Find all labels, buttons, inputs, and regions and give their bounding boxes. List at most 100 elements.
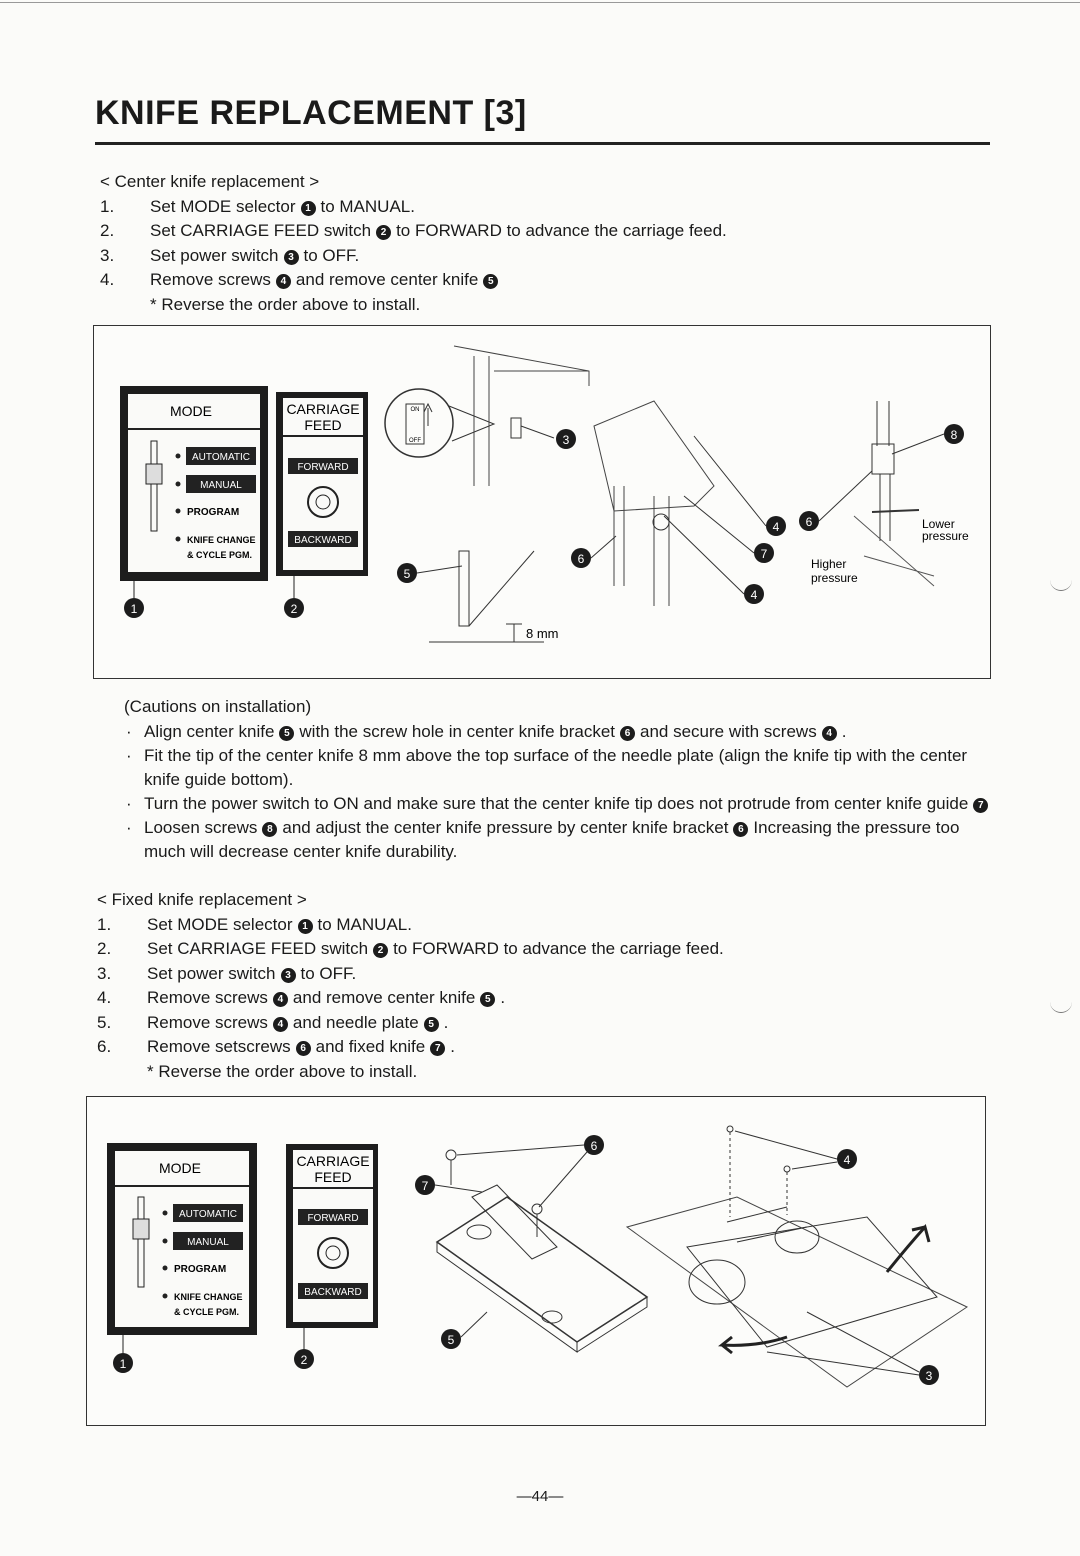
lower-label: Lower [922,517,955,531]
step-text: Set MODE selector [150,196,296,216]
callout-marker: 3 [283,249,299,265]
step-number: 2. [97,939,112,958]
install-note: * Reverse the order above to install. [147,1061,418,1081]
caution-text: Align center knife [144,722,275,741]
mode-manual-label: MANUAL [200,480,242,491]
caution-text: Loosen screws [144,818,258,837]
top-rule [0,2,1080,3]
callout-marker: 2 [373,943,389,958]
figure-fixed-knife-drawing: MODE AUTOMATIC MANUAL PROGRAM KNIFE CHAN… [107,1125,969,1388]
forward-label-b: FORWARD [307,1213,358,1224]
step-text: and fixed knife [315,1037,426,1056]
backward-label: BACKWARD [294,535,351,546]
center-knife-heading: < Center knife replacement > [100,172,320,191]
step-text: Set power switch [150,245,279,265]
mode-knife-change-label-2: KNIFE CHANGE [174,1292,243,1302]
callout-2-b: 2 [301,1353,308,1367]
higher-label: Higher [811,557,846,571]
step-number: 4. [100,270,115,289]
step-text: Set CARRIAGE FEED switch [147,939,369,958]
step-text: Set CARRIAGE FEED switch [150,221,372,240]
mode-program-label: PROGRAM [187,507,239,518]
caution-text: and secure with screws [640,722,817,741]
step-text: Remove setscrews [147,1037,291,1056]
callout-4-upper: 4 [773,520,780,534]
callout-marker: 4 [275,274,291,289]
callout-6-b: 6 [591,1139,598,1153]
carriage-title-1-b: CARRIAGE [296,1153,369,1169]
step-number: 3. [100,245,115,265]
fixed-knife-section: < Fixed knife replacement > 1.Set MODE s… [97,888,977,1084]
step-text: Set MODE selector [147,914,293,934]
callout-marker: 5 [483,274,499,289]
callout-4-b: 4 [844,1153,851,1167]
callout-marker: 2 [376,225,392,240]
cautions-section: (Cautions on installation) Align center … [124,695,994,864]
caution-text: Turn the power switch to ON and make sur… [144,794,969,813]
callout-3-b: 3 [926,1369,933,1383]
cautions-heading: (Cautions on installation) [124,697,312,716]
callout-1: 1 [131,602,138,616]
callout-7: 7 [761,547,768,561]
callout-marker: 5 [480,992,496,1007]
callout-marker: 4 [821,726,837,741]
caution-item: Fit the tip of the center knife 8 mm abo… [124,744,994,792]
callout-8: 8 [951,428,958,442]
callout-marker: 5 [423,1016,439,1032]
callout-5: 5 [404,567,411,581]
install-note: * Reverse the order above to install. [150,294,421,314]
page-title: KNIFE REPLACEMENT [3] [95,94,527,132]
mode-knife-change-label: KNIFE CHANGE [187,535,256,545]
step-number: 4. [97,988,112,1007]
step-text: and remove center knife [295,270,479,289]
callout-marker: 4 [272,1016,288,1032]
callout-marker: 4 [272,992,288,1007]
step-text: Remove screws [147,988,268,1007]
step-text: to FORWARD to advance the carriage feed. [396,221,727,240]
mode-program-label-2: PROGRAM [174,1264,226,1275]
carriage-title-2: FEED [304,417,341,433]
step-text: to OFF. [303,245,360,265]
step-text: . [500,988,506,1007]
step-text: Remove screws [147,1012,268,1032]
figure-fixed-knife: MODE AUTOMATIC MANUAL PROGRAM KNIFE CHAN… [86,1096,986,1426]
caution-text: and adjust the center knife pressure by … [282,818,729,837]
callout-3: 3 [563,433,570,447]
step-text: to MANUAL. [320,196,415,216]
step-item: 2. Set CARRIAGE FEED switch 2 to FORWARD to… [100,219,980,244]
binding-mark [1050,580,1072,591]
callout-marker: 6 [295,1041,311,1056]
callout-marker: 3 [280,967,296,983]
lower-pressure-label: pressure [922,529,969,543]
step-text: to OFF. [300,963,357,983]
step-text: . [450,1037,455,1056]
carriage-title-1: CARRIAGE [286,401,359,417]
step-number: 2. [100,221,115,240]
callout-5-b: 5 [448,1333,455,1347]
fixed-knife-heading: < Fixed knife replacement > [97,890,307,909]
mode-automatic-label-2: AUTOMATIC [179,1209,237,1220]
title-underline [95,142,990,145]
step-text: and needle plate [292,1012,419,1032]
caution-text: Fit the tip of the center knife 8 mm abo… [144,746,968,789]
callout-7-b: 7 [422,1179,429,1193]
step-text: Set power switch [147,963,276,983]
switch-off-label: OFF [409,438,421,444]
callout-6: 6 [578,552,585,566]
callout-2: 2 [291,602,298,616]
center-knife-section: < Center knife replacement > 1. Set MODE … [100,170,980,317]
caution-item: Turn the power switch to ON and make sur… [124,792,994,816]
figure-center-knife-drawing: MODE AUTOMATIC MANUAL PROGRAM KNIFE CHAN… [120,345,969,643]
higher-pressure-label: pressure [811,571,858,585]
step-number: 1. [100,196,115,216]
step-number: 6. [97,1037,112,1056]
